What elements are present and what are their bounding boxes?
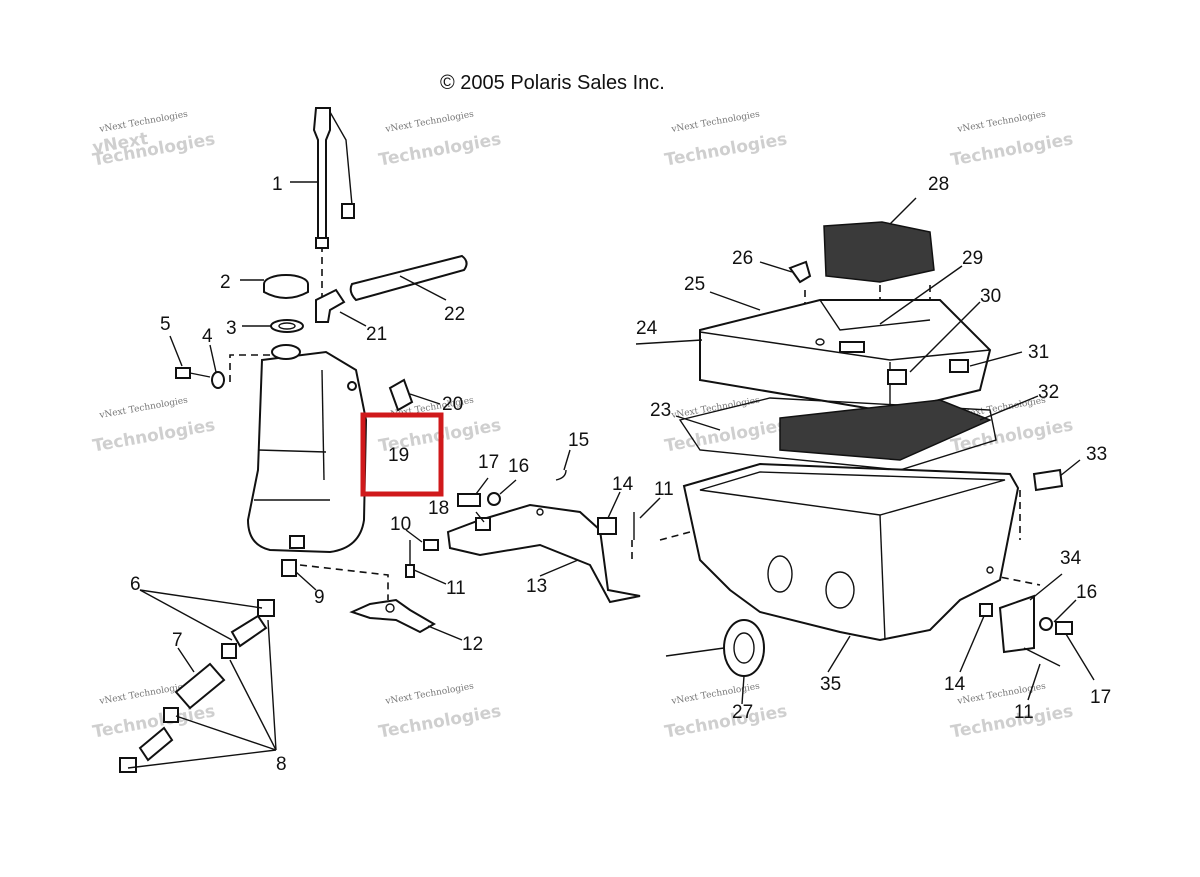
support-bracket-part: [446, 503, 641, 604]
callout-label: 33: [1086, 444, 1107, 465]
filter-assembly-part: [119, 589, 277, 773]
svg-text:Technologies: Technologies: [663, 701, 789, 742]
wing-nut-part: [788, 260, 812, 284]
callout-label: 8: [276, 754, 287, 775]
callout-label: 34: [1060, 548, 1082, 569]
callout-label: 4: [202, 326, 213, 347]
callout-label: 24: [636, 318, 658, 339]
svg-text:Technologies: Technologies: [377, 701, 503, 742]
svg-text:vNext Technologies: vNext Technologies: [384, 682, 475, 708]
airbox-base-part: [682, 462, 1020, 642]
callout-label: 23: [650, 400, 671, 421]
callout-label: 30: [980, 286, 1001, 307]
callout-label: 27: [732, 702, 753, 723]
elbow-fitting-part: [315, 288, 346, 323]
callout-label: 16: [1076, 582, 1097, 603]
callout-label-19: 19: [388, 445, 409, 466]
grommet-part: [211, 371, 225, 389]
callout-label: 1: [272, 174, 283, 195]
svg-text:vNext Technologies: vNext Technologies: [384, 110, 475, 136]
svg-text:vNext Technologies: vNext Technologies: [956, 110, 1047, 136]
callout-label: 17: [478, 452, 499, 473]
callout-label: 32: [1038, 382, 1059, 403]
copyright-notice: © 2005 Polaris Sales Inc.: [440, 72, 665, 94]
callout-label: 11: [1014, 702, 1034, 723]
callout-label: 28: [928, 174, 949, 195]
drain-fitting-part: [281, 559, 297, 577]
svg-text:vNext Technologies: vNext Technologies: [670, 396, 761, 422]
svg-text:Technologies: Technologies: [949, 701, 1075, 742]
svg-text:vNext Technologies: vNext Technologies: [670, 110, 761, 136]
svg-text:vNext Technologies: vNext Technologies: [98, 682, 189, 708]
boot-grommet-part: [665, 619, 765, 677]
callout-label: 3: [226, 318, 237, 339]
callout-label: 2: [220, 272, 231, 293]
callout-label: 5: [160, 314, 171, 335]
bolt-part: [175, 367, 211, 379]
svg-text:Technologies: Technologies: [91, 415, 217, 456]
clamp-part: [1032, 468, 1064, 492]
callout-label: 13: [526, 576, 547, 597]
svg-text:vNext Technologies: vNext Technologies: [98, 396, 189, 422]
airbox-cover-part: [699, 299, 992, 414]
callout-label: 25: [684, 274, 705, 295]
callout-label: 11: [654, 479, 674, 500]
callout-label: 14: [944, 674, 966, 695]
clip-part: [388, 378, 414, 412]
leader-lines: [169, 181, 1095, 705]
callout-label: 16: [508, 456, 529, 477]
seal-part: [678, 397, 997, 471]
callout-label: 18: [428, 498, 449, 519]
callout-label: 35: [820, 674, 841, 695]
mount-bracket-part: [349, 598, 436, 634]
callout-label: 15: [568, 430, 589, 451]
callout-label: 11: [446, 578, 466, 599]
callout-label: 12: [462, 634, 483, 655]
gasket-part: [270, 319, 304, 333]
callout-label: 20: [442, 394, 463, 415]
mount-plate-part: [979, 594, 1073, 667]
oil-tank-part: [246, 344, 368, 554]
svg-text:Technologies: Technologies: [377, 129, 503, 170]
foam-element-part: [823, 221, 935, 283]
foam-pad-part: [779, 399, 992, 461]
highlight-box-19[interactable]: 19: [360, 412, 444, 497]
callout-label: 31: [1028, 342, 1049, 363]
dipstick-part: [312, 107, 355, 249]
callout-label: 29: [962, 248, 983, 269]
hardware-parts: [457, 469, 635, 540]
callout-label: 14: [612, 474, 634, 495]
callout-label: 10: [390, 514, 411, 535]
callout-label: 21: [366, 324, 387, 345]
callout-labels: 1 2 3 4 5 6 7 8 9 10 11 11 11 12 13 14 1…: [130, 174, 1111, 775]
fill-cap-part: [263, 274, 309, 299]
hose-part: [349, 254, 468, 302]
callout-label: 22: [444, 304, 465, 325]
callout-label: 17: [1090, 687, 1111, 708]
callout-label: 6: [130, 574, 141, 595]
svg-text:Technologies: Technologies: [663, 129, 789, 170]
callout-label: 7: [172, 630, 183, 651]
svg-text:Technologies: Technologies: [949, 129, 1075, 170]
callout-label: 9: [314, 587, 325, 608]
stud-part: [405, 539, 439, 578]
svg-text:Technologies: Technologies: [663, 415, 789, 456]
callout-label: 26: [732, 248, 753, 269]
